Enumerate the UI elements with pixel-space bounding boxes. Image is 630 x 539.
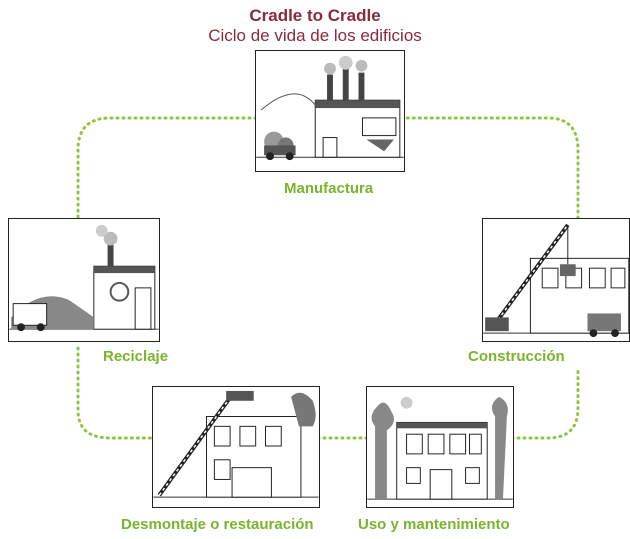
diagram-title: Cradle to Cradle [249,6,381,25]
crane-dismantling-illustration-icon [152,386,320,508]
building-with-trees-illustration-icon [366,386,514,508]
factory-illustration-icon [255,50,405,172]
stage-label-manufacturing: Manufactura [284,180,374,197]
stage-label-dismantling: Desmontaje o restauración [121,516,314,533]
stage-label-use: Uso y mantenimiento [358,516,510,533]
diagram-subtitle: Ciclo de vida de los edificios [208,26,422,45]
crane-building-illustration-icon [482,218,630,342]
stage-label-construction: Construcción [468,348,565,365]
stage-label-recycling: Reciclaje [103,348,169,365]
recycling-plant-illustration-icon [8,218,160,342]
